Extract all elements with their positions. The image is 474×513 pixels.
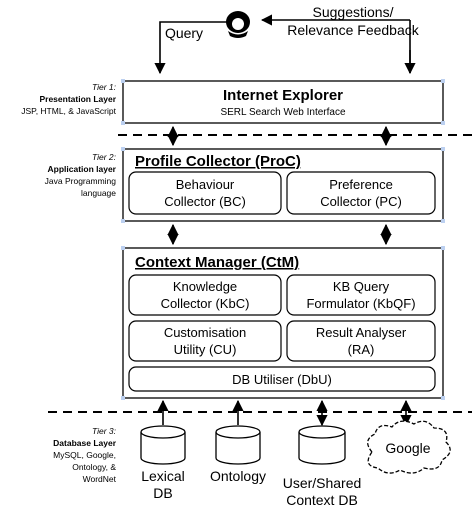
ontology-label: Ontology	[210, 468, 266, 484]
pc-line1: Preference	[329, 177, 393, 192]
bc-line1: Behaviour	[176, 177, 235, 192]
pc-line2: Collector (PC)	[320, 194, 402, 209]
ra-line2: (RA)	[348, 342, 375, 357]
ontology-cylinder: Ontology	[210, 425, 266, 484]
result-analyser-box	[286, 320, 436, 362]
svg-text:Java Programming: Java Programming	[45, 176, 117, 186]
ie-title: Internet Explorer	[223, 87, 343, 104]
query-label: Query	[165, 25, 203, 41]
dbu-label: DB Utiliser (DbU)	[232, 372, 332, 387]
svg-text:JSP, HTML, & JavaScript: JSP, HTML, & JavaScript	[21, 106, 116, 116]
usershared-label-1: User/Shared	[283, 475, 362, 491]
kb-query-formulator-box	[286, 274, 436, 316]
lexical-label-2: DB	[153, 485, 172, 501]
user-shared-context-db-cylinder: User/Shared Context DB	[283, 425, 362, 508]
behaviour-collector-box	[128, 171, 282, 215]
google-label: Google	[385, 440, 430, 456]
svg-text:Tier 2:: Tier 2:	[92, 152, 117, 162]
kbqf-line1: KB Query	[333, 279, 390, 294]
query-arrow	[154, 21, 227, 75]
svg-text:Tier 3:: Tier 3:	[92, 426, 117, 436]
svg-text:Tier 1:: Tier 1:	[92, 82, 117, 92]
lexical-db-cylinder: Lexical DB	[140, 425, 186, 501]
svg-text:Database Layer: Database Layer	[53, 438, 117, 448]
kbc-line2: Collector (KbC)	[161, 296, 250, 311]
preference-collector-box	[286, 171, 436, 215]
tier-3-label: Tier 3: Database Layer MySQL, Google, On…	[53, 426, 117, 484]
knowledge-collector-box	[128, 274, 282, 316]
svg-text:language: language	[81, 188, 116, 198]
kbc-line1: Knowledge	[173, 279, 237, 294]
svg-text:Presentation Layer: Presentation Layer	[39, 94, 116, 104]
profile-collector-box: Profile Collector (ProC) Behaviour Colle…	[122, 148, 444, 222]
tier-2-label: Tier 2: Application layer Java Programmi…	[45, 152, 117, 198]
connector-dots	[121, 79, 445, 400]
svg-text:MySQL, Google,: MySQL, Google,	[53, 450, 116, 460]
svg-text:Ontology, &: Ontology, &	[72, 462, 116, 472]
google-cloud: Google	[367, 420, 451, 474]
tier-1-label: Tier 1: Presentation Layer JSP, HTML, & …	[21, 82, 116, 116]
context-manager-box: Context Manager (CtM) Knowledge Collecto…	[122, 247, 444, 399]
suggestions-label: Suggestions/	[313, 4, 394, 20]
db-utiliser-box	[128, 366, 436, 392]
proc-title: Profile Collector (ProC)	[135, 153, 301, 170]
lexical-label-1: Lexical	[141, 468, 185, 484]
ie-subtitle: SERL Search Web Interface	[220, 107, 346, 118]
usershared-label-2: Context DB	[286, 492, 358, 508]
customisation-utility-box	[128, 320, 282, 362]
user-icon	[226, 11, 250, 38]
cu-line2: Utility (CU)	[174, 342, 237, 357]
internet-explorer-box: Internet Explorer SERL Search Web Interf…	[122, 80, 444, 124]
bc-line2: Collector (BC)	[164, 194, 246, 209]
svg-text:WordNet: WordNet	[83, 474, 117, 484]
relevance-feedback-label: Relevance Feedback	[287, 22, 420, 38]
svg-text:Application layer: Application layer	[48, 164, 117, 174]
ctm-title: Context Manager (CtM)	[135, 254, 299, 271]
ra-line1: Result Analyser	[316, 325, 407, 340]
kbqf-line2: Formulator (KbQF)	[306, 296, 415, 311]
cu-line1: Customisation	[164, 325, 246, 340]
